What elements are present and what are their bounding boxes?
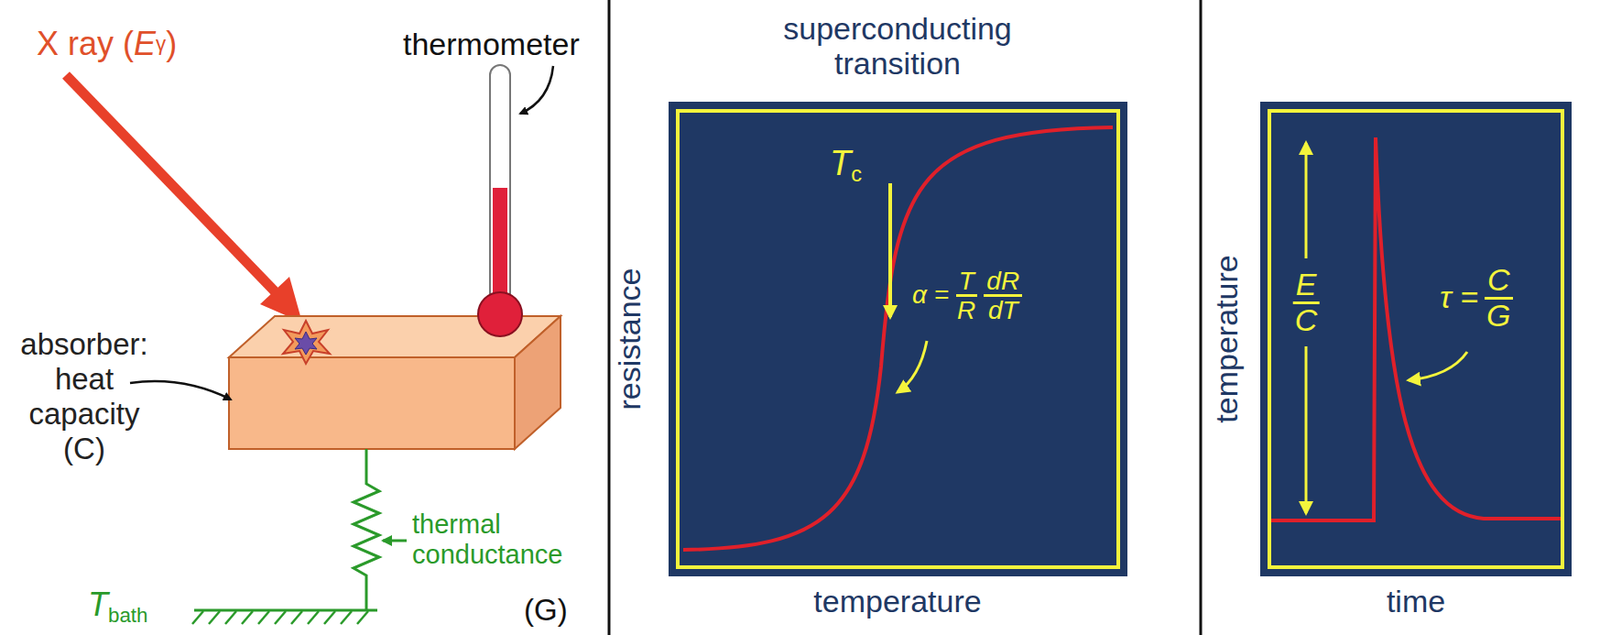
ground-hatch	[192, 610, 369, 624]
plot-border	[677, 110, 1119, 567]
axis-label: temperature	[1209, 254, 1244, 423]
symbol-label: (C)	[63, 432, 106, 466]
hatch-stroke	[225, 610, 237, 624]
numerator: E	[1293, 268, 1320, 305]
hatch-stroke	[307, 610, 319, 624]
energy-subscript: γ	[155, 32, 166, 56]
thermal-link-spring	[353, 448, 380, 610]
fraction: EC	[1292, 268, 1321, 337]
fraction: CG	[1483, 263, 1513, 332]
hatch-stroke	[291, 610, 303, 624]
divider	[608, 0, 611, 635]
leader-arrow	[130, 380, 231, 400]
formula-text: α =	[912, 281, 949, 310]
denominator: dT	[985, 296, 1022, 324]
part-label: thermal conductance	[412, 509, 563, 570]
height-arrow	[1305, 142, 1308, 259]
symbol-label: T	[829, 143, 851, 183]
hatch-stroke	[241, 610, 253, 624]
leader-arrow	[897, 340, 927, 392]
numerator: T	[956, 267, 978, 297]
symbol-label: (G)	[523, 593, 568, 627]
alpha-formula: α = TR dRdT	[912, 267, 1023, 325]
thermometer-mercury	[492, 187, 508, 307]
xray-text: X ray (	[36, 25, 134, 63]
xray-arrow	[65, 75, 275, 292]
hatch-stroke	[208, 610, 220, 624]
numerator: dR	[983, 267, 1023, 297]
part-label: thermometer	[402, 27, 580, 62]
denominator: C	[1292, 304, 1321, 338]
pulse-height: EC	[1292, 268, 1321, 337]
leader-arrow	[382, 539, 407, 543]
resistance-curve	[683, 127, 1113, 550]
hatch-stroke	[274, 610, 286, 624]
hatch-stroke	[324, 610, 336, 624]
absorber-front	[228, 357, 515, 449]
hatch-stroke	[340, 610, 352, 624]
energy-symbol: E	[133, 25, 156, 63]
temperature-pulse	[1271, 137, 1561, 521]
subscript: bath	[108, 603, 148, 627]
xray-text: )	[165, 25, 177, 63]
plot-frame	[668, 101, 1128, 577]
absorption-star-inner	[294, 331, 317, 355]
tau-formula: τ = CG	[1439, 263, 1513, 332]
axis-label: time	[1386, 584, 1446, 619]
axis-label: temperature	[813, 584, 981, 619]
fraction: TR	[954, 267, 979, 325]
denominator: G	[1483, 299, 1513, 333]
height-arrow	[1305, 346, 1308, 513]
hatch-stroke	[192, 610, 204, 624]
fraction: dRdT	[983, 267, 1023, 325]
divider	[1199, 0, 1203, 635]
formula-text: τ =	[1439, 280, 1479, 315]
hatch-stroke	[357, 610, 369, 624]
part-label: absorber: heat capacity	[20, 326, 148, 432]
symbol-label: T	[87, 585, 109, 623]
axis-label: resistance	[612, 268, 647, 411]
bath-label: Tbath	[87, 586, 148, 627]
xray-label: X ray (Eγ)	[36, 25, 177, 63]
panel-title: superconducting transition	[783, 10, 1013, 81]
plot-border	[1269, 110, 1563, 567]
leader-arrow	[520, 65, 554, 114]
subscript: c	[850, 162, 862, 186]
numerator: C	[1484, 263, 1513, 300]
thermometer-bulb	[478, 292, 523, 337]
absorber-side	[514, 315, 561, 449]
leader-arrow	[1408, 351, 1468, 381]
tc-label: Tc	[829, 144, 862, 187]
hatch-stroke	[258, 610, 270, 624]
absorption-star	[282, 320, 330, 364]
denominator: R	[954, 296, 979, 324]
tc-arrow	[888, 183, 893, 317]
plot-frame	[1260, 101, 1572, 577]
